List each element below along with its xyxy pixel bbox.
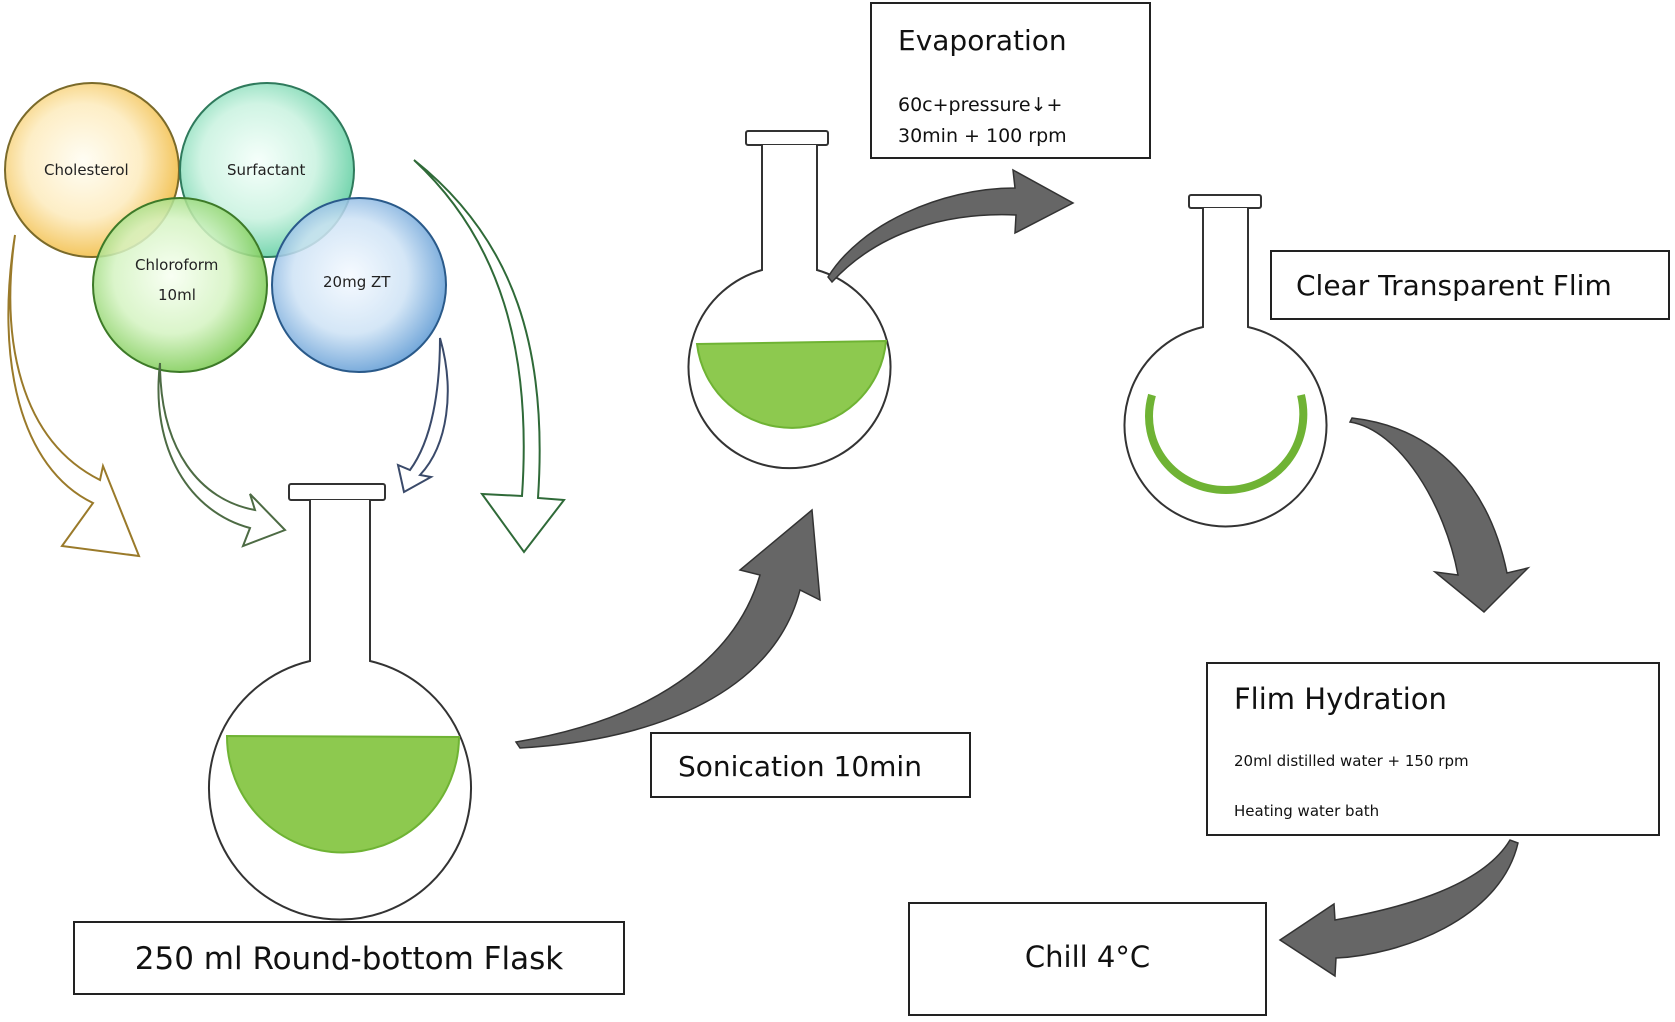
zt-label: 20mg ZT	[323, 273, 391, 291]
flask-large	[208, 483, 472, 921]
chill-box: Chill 4°C	[908, 902, 1267, 1016]
cholesterol-label: Cholesterol	[44, 161, 129, 179]
sonication-label: Sonication 10min	[678, 750, 922, 783]
film-box: Clear Transparent Flim	[1270, 250, 1670, 320]
surfactant-arrow	[413, 159, 566, 554]
hydration-conditions-1: 20ml distilled water + 150 rpm	[1234, 752, 1469, 770]
surfactant-label: Surfactant	[227, 161, 306, 179]
hydration-conditions-2: Heating water bath	[1234, 802, 1380, 820]
film-label: Clear Transparent Flim	[1296, 269, 1612, 302]
chloroform-arrow	[157, 362, 287, 548]
flask-caption: 250 ml Round-bottom Flask	[134, 941, 564, 977]
evaporation-title: Evaporation	[898, 24, 1067, 57]
zt-circle	[271, 197, 447, 373]
process-arrows	[514, 168, 1531, 978]
chloroform-amount-label: 10ml	[158, 286, 196, 304]
ingredient-arrows	[7, 159, 566, 558]
hydration-title: Flim Hydration	[1234, 682, 1447, 716]
flask-film	[1123, 194, 1328, 528]
arrow-to-evaporation	[827, 168, 1075, 284]
ingredient-circles	[4, 82, 447, 373]
chill-label: Chill 4°C	[1024, 940, 1151, 974]
film-layer	[1145, 393, 1308, 495]
hydration-box: Flim Hydration 20ml distilled water + 15…	[1206, 662, 1660, 836]
flask-medium-liquid	[695, 339, 888, 429]
flask-large-liquid	[225, 734, 461, 854]
evaporation-conditions-2: 30min + 100 rpm	[898, 125, 1067, 147]
evaporation-conditions-1: 60c+pressure↓+	[898, 94, 1063, 116]
arrow-to-chill	[1278, 839, 1519, 978]
flask-caption-box: 250 ml Round-bottom Flask	[73, 921, 625, 995]
evaporation-box: Evaporation 60c+pressure↓+ 30min + 100 r…	[870, 2, 1151, 159]
chloroform-circle	[92, 197, 268, 373]
zt-arrow	[396, 337, 449, 494]
cholesterol-arrow	[7, 234, 141, 558]
sonication-box: Sonication 10min	[650, 732, 971, 798]
flask-medium	[687, 130, 892, 470]
chloroform-label: Chloroform	[135, 256, 219, 274]
arrow-to-sonication	[514, 508, 821, 749]
arrow-to-hydration	[1348, 417, 1531, 614]
